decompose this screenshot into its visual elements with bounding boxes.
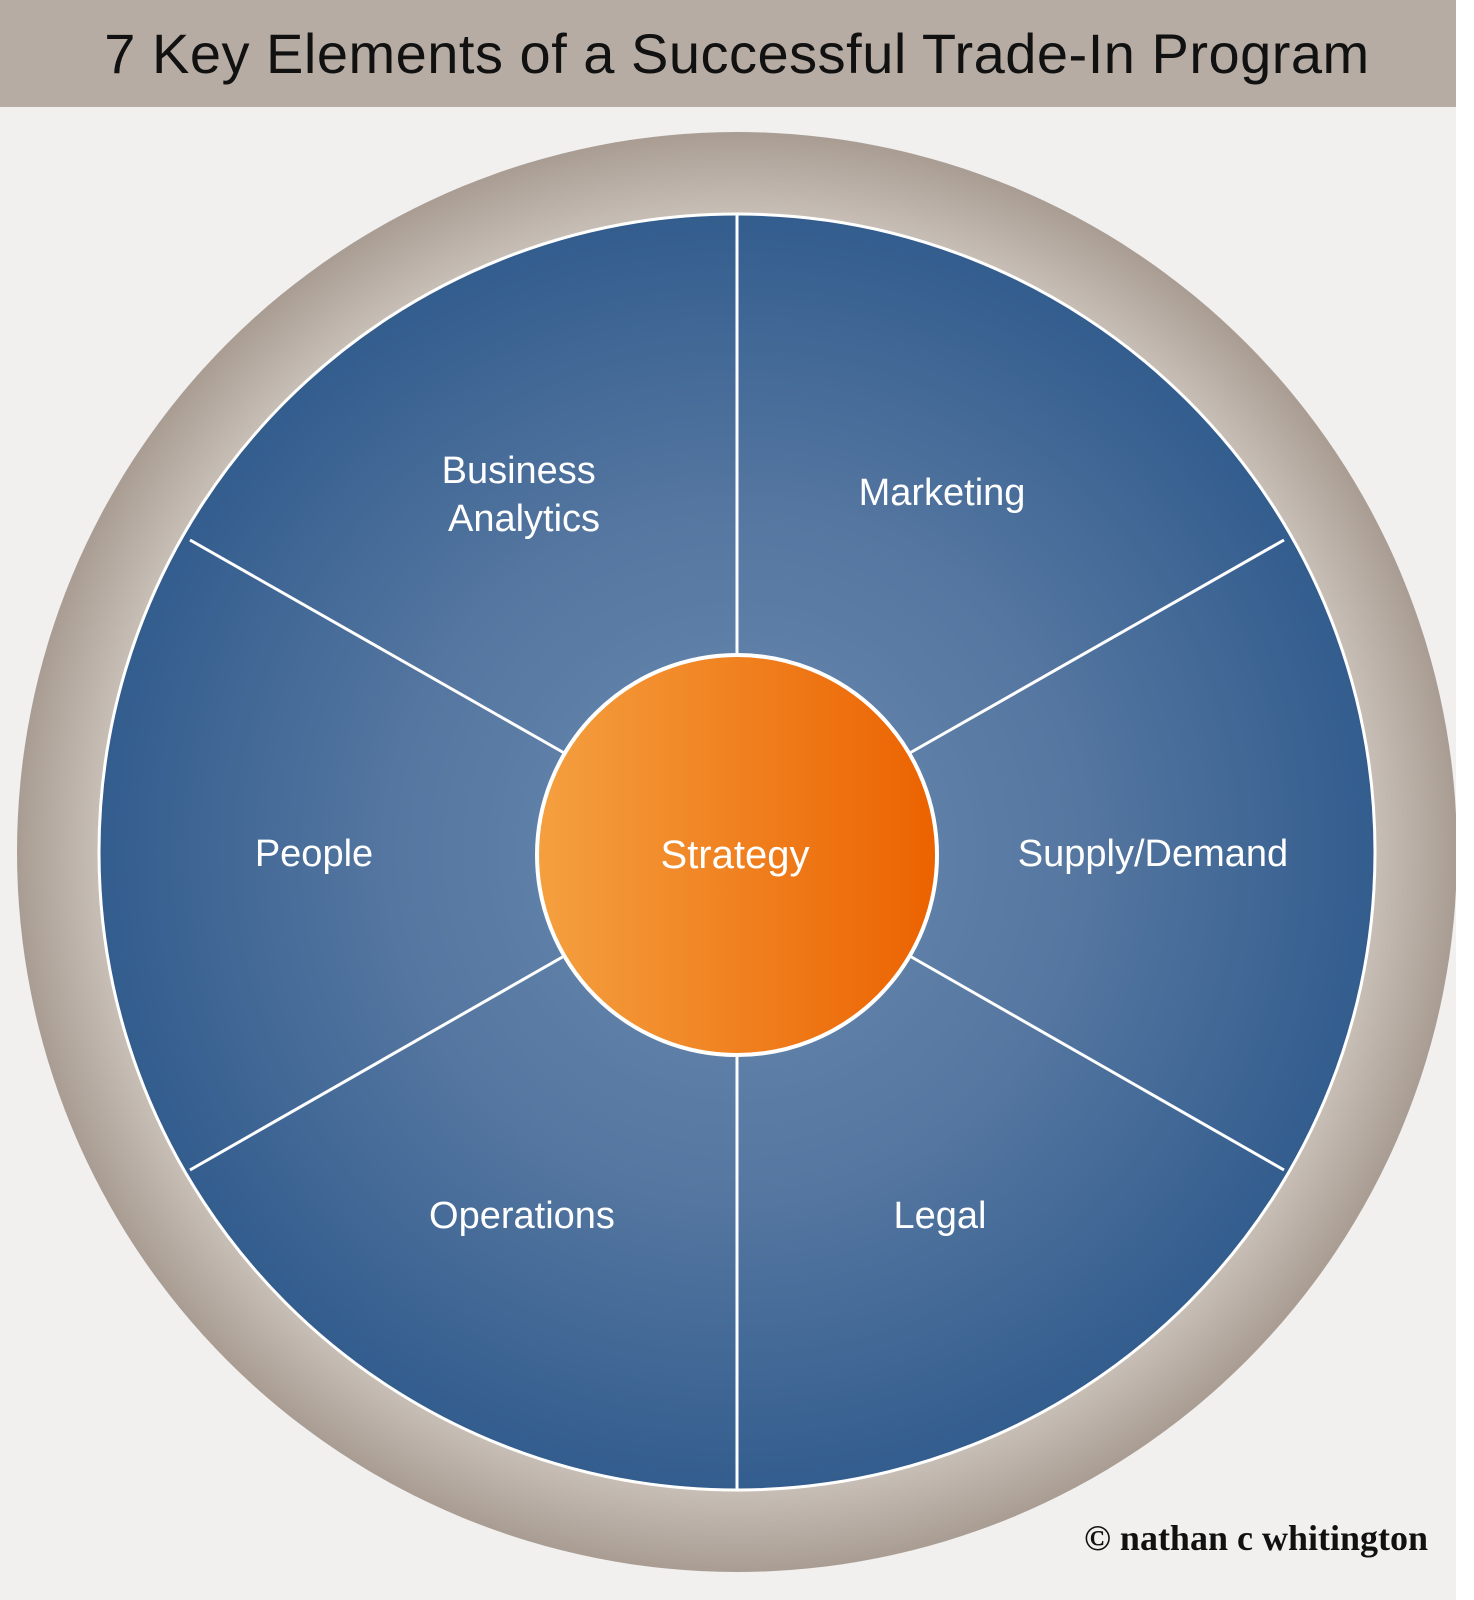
- right-edge-strip: [1456, 0, 1474, 1600]
- divider-upper-left: [189, 538, 567, 756]
- page-title: 7 Key Elements of a Successful Trade-In …: [104, 22, 1370, 85]
- segment-label-supply-demand: Supply/Demand: [1018, 833, 1288, 875]
- segment-label-people: People: [255, 833, 373, 875]
- center-label-strategy: Strategy: [661, 833, 810, 877]
- segment-label-business-analytics: Business Analytics: [442, 450, 607, 540]
- segment-label-marketing: Marketing: [859, 472, 1026, 514]
- title-bar: 7 Key Elements of a Successful Trade-In …: [0, 0, 1474, 107]
- segment-label-legal: Legal: [894, 1195, 987, 1237]
- segment-label-line: Business: [442, 450, 596, 492]
- segment-label-operations: Operations: [429, 1195, 615, 1237]
- divider-lower-right: [907, 953, 1285, 1172]
- segment-label-line: Analytics: [448, 498, 600, 540]
- divider-lower-left: [189, 953, 567, 1172]
- divider-upper-right: [907, 538, 1285, 756]
- copyright-notice: © nathan c whitington: [1084, 1518, 1428, 1558]
- segment-dividers: [189, 214, 1285, 1490]
- center-circle: [535, 653, 939, 1057]
